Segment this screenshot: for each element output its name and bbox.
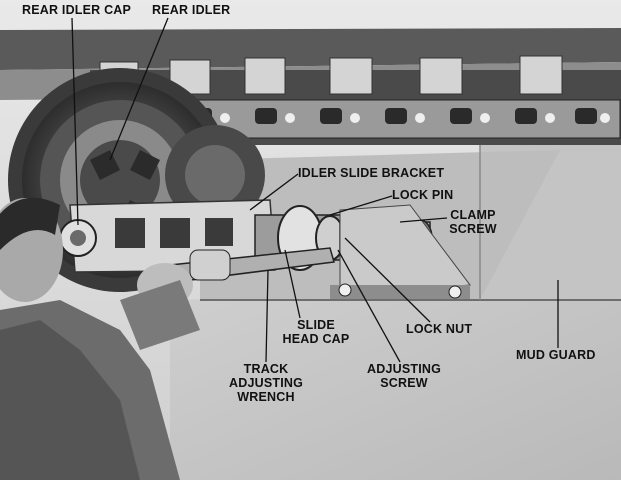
label-adjusting-screw: ADJUSTING SCREW bbox=[362, 362, 446, 390]
label-adjusting-screw-line2: SCREW bbox=[380, 376, 428, 390]
label-rear-idler-cap: REAR IDLER CAP bbox=[22, 3, 132, 17]
label-clamp-screw-line1: CLAMP bbox=[450, 208, 496, 222]
label-mud-guard: MUD GUARD bbox=[516, 348, 596, 362]
mud-guard-panel bbox=[170, 290, 621, 480]
label-slide-head-cap-line2: HEAD CAP bbox=[282, 332, 350, 346]
label-clamp-screw-line2: SCREW bbox=[449, 222, 497, 236]
mechanic bbox=[0, 197, 200, 480]
label-clamp-screw: CLAMP SCREW bbox=[447, 208, 499, 236]
label-track-adjusting-wrench-line3: WRENCH bbox=[237, 390, 295, 404]
label-track-adjusting-wrench: TRACK ADJUSTING WRENCH bbox=[224, 362, 308, 404]
label-lock-nut: LOCK NUT bbox=[406, 322, 473, 336]
label-track-adjusting-wrench-line1: TRACK bbox=[243, 362, 289, 376]
label-rear-idler: REAR IDLER bbox=[152, 3, 231, 17]
label-slide-head-cap: SLIDE HEAD CAP bbox=[278, 318, 354, 346]
label-lock-pin: LOCK PIN bbox=[392, 188, 454, 202]
label-track-adjusting-wrench-line2: ADJUSTING bbox=[228, 376, 304, 390]
label-adjusting-screw-line1: ADJUSTING bbox=[366, 362, 442, 376]
label-slide-head-cap-line1: SLIDE bbox=[297, 318, 335, 332]
label-idler-slide-bracket: IDLER SLIDE BRACKET bbox=[298, 166, 445, 180]
